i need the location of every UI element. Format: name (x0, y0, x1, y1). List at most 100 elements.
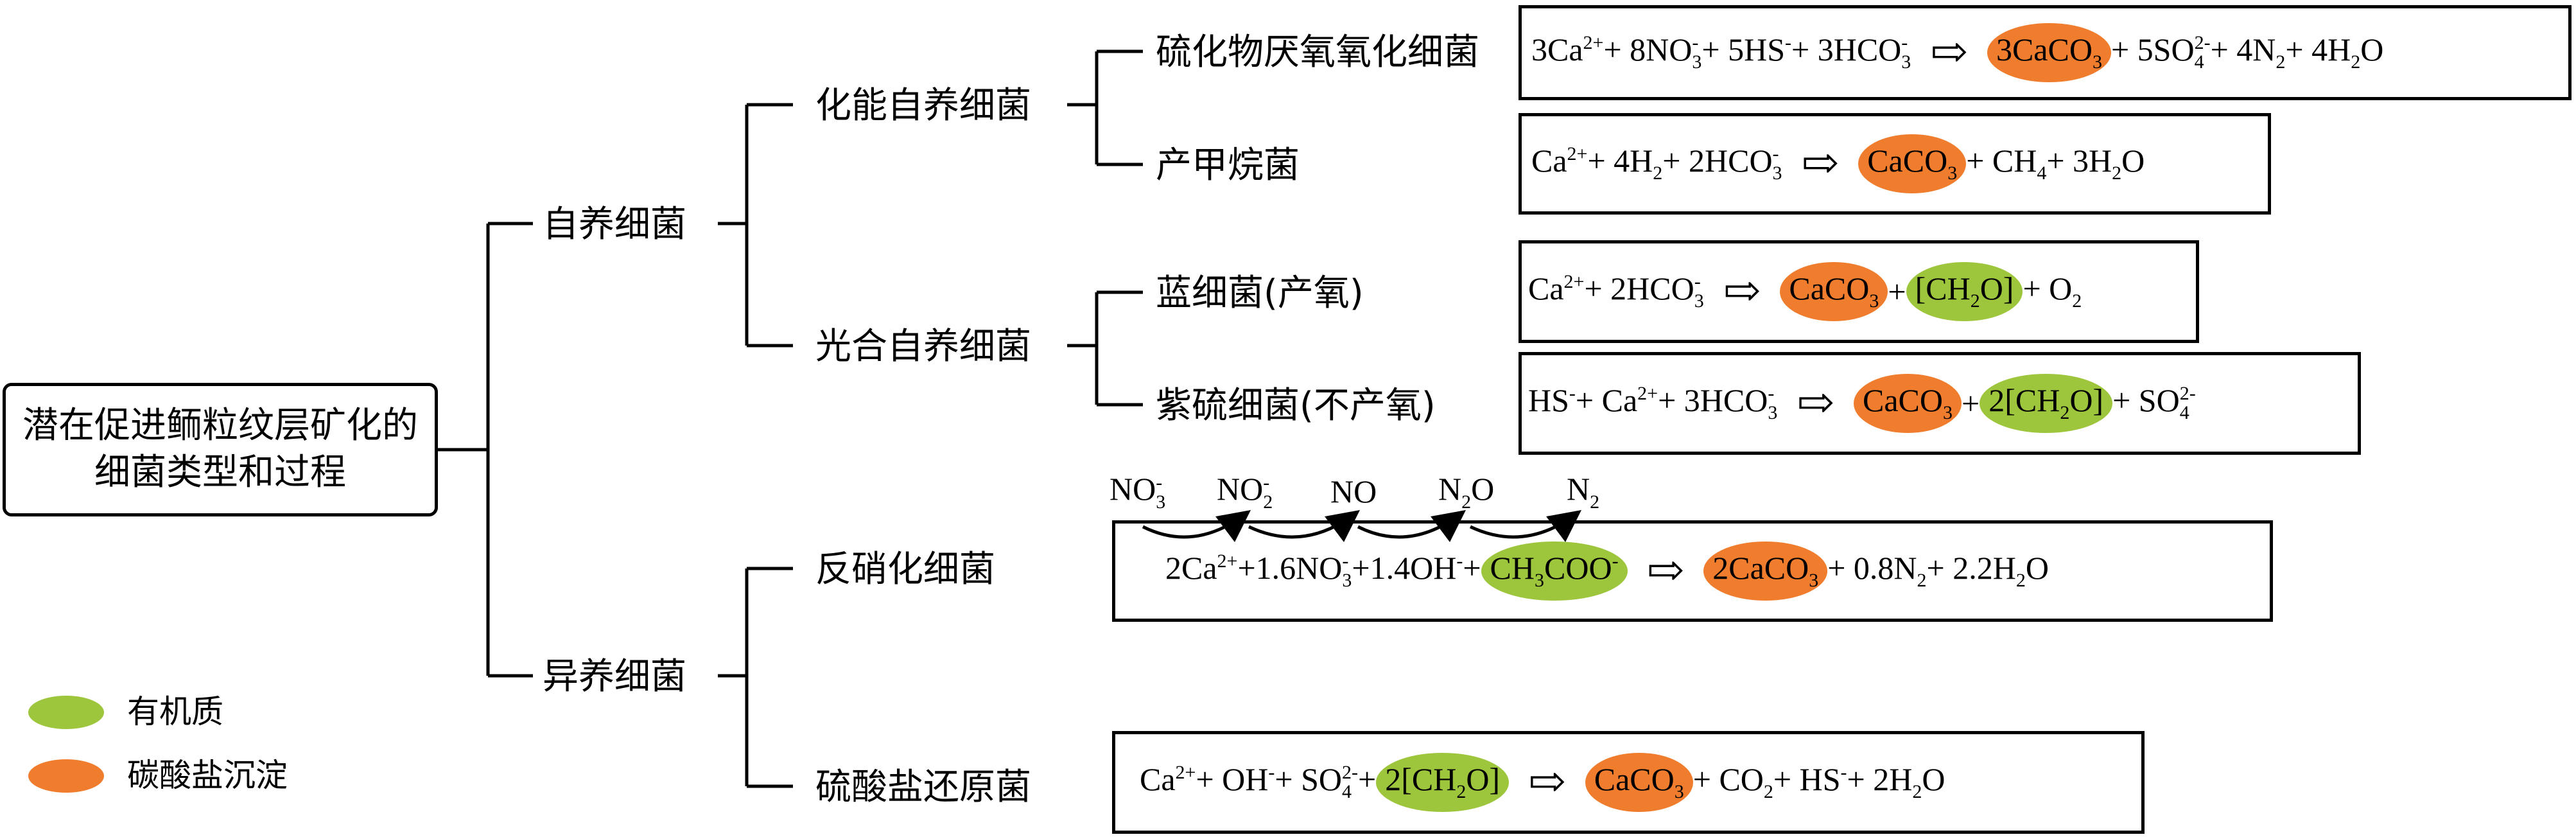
formula-part: 2[CH 2 (1989, 382, 2070, 424)
formula-part: +1.4OH- (1352, 549, 1463, 586)
formula-part: + 2HCO-3 (1584, 270, 1704, 312)
formula-part: + 4N 2 (2210, 31, 2286, 73)
node-denitrifying: 反硝化细菌 (815, 549, 995, 590)
nitrogen-species-n2: N 2 (1567, 473, 1599, 512)
equation-box-4 (1519, 352, 2361, 455)
reaction-arrow-icon: ⇨ (1723, 267, 1761, 316)
formula-part: + 2H 2 (1847, 761, 1922, 803)
formula-part: O] (1466, 761, 1501, 797)
carbonate-highlight: 3CaCO 3 (1987, 22, 2111, 83)
nitrogen-formula: NO-2 (1217, 471, 1273, 513)
equation-box-5 (1112, 520, 2273, 622)
node-autotrophic: 自养细菌 (543, 204, 686, 245)
equation-box-2 (1519, 113, 2271, 215)
nitrogen-formula: N 2 (1567, 471, 1600, 513)
formula-part: + 3H 2 (2046, 142, 2122, 184)
formula-part: CaCO 3 (1867, 142, 1958, 184)
formula-part: CaCO 3 (1863, 382, 1953, 424)
formula-part: 2CaCO 3 (1712, 549, 1819, 592)
formula-part: + HS- (1773, 761, 1847, 797)
carbonate-highlight: CaCO 3 (1585, 752, 1693, 813)
formula-part: O (2121, 142, 2145, 179)
products: + O 2 (2023, 272, 2082, 312)
plus: + (1962, 387, 1980, 419)
formula-part: + CO 2 (1693, 761, 1773, 803)
node-methanogen: 产甲烷菌 (1156, 145, 1300, 186)
node-photoautotrophic: 光合自养细菌 (815, 326, 1031, 367)
formula-part: O (1922, 761, 1945, 797)
reaction-arrow-icon: ⇨ (1930, 28, 1968, 77)
root-line-1: 潜在促进鲕粒纹层矿化的 (22, 405, 418, 447)
root-line-2: 细菌类型和过程 (94, 452, 346, 493)
reaction-arrow-icon: ⇨ (1797, 378, 1835, 428)
legend-organic-swatch (28, 696, 104, 729)
root-node: 潜在促进鲕粒纹层矿化的 细菌类型和过程 (3, 383, 438, 516)
legend-carbonate-label: 碳酸盐沉淀 (127, 757, 288, 794)
equation-box-6 (1112, 731, 2145, 834)
formula-part: + OH- (1196, 761, 1275, 797)
formula-part: [CH 2 (1915, 270, 1980, 312)
equation-box-3 (1519, 240, 2199, 343)
formula-part: O] (2069, 382, 2104, 418)
legend-organic-label: 有机质 (127, 693, 223, 730)
formula-part: + O 2 (2023, 270, 2082, 312)
nitrogen-species-no: NO (1330, 475, 1377, 507)
nitrogen-formula: NO (1330, 473, 1377, 509)
carbonate-highlight: 2CaCO 3 (1703, 541, 1828, 601)
legend-carbonate-swatch (28, 759, 104, 793)
node-purple-sulfur: 紫硫细菌(不产氧) (1156, 385, 1436, 427)
formula-part: + 2.2H 2 (1926, 549, 2026, 592)
formula-part: 2[CH 2 (1385, 761, 1466, 803)
node-heterotrophic: 异养细菌 (543, 656, 686, 698)
formula-part: + 3HCO-3 (1791, 31, 1911, 73)
formula-part: + CH 4 (1966, 142, 2047, 184)
nitrogen-species-no2: NO-2 (1217, 473, 1273, 512)
formula-part: + (1888, 274, 1906, 310)
reaction-arrow-icon: ⇨ (1646, 546, 1685, 595)
formula-part: + 5HS- (1701, 31, 1792, 67)
formula-part: + 8NO-3 (1603, 31, 1702, 73)
formula-part: HS- (1528, 382, 1576, 418)
equation-box-1 (1519, 5, 2572, 100)
node-sulfide-anaerobic: 硫化物厌氧氧化细菌 (1156, 31, 1479, 73)
formula-part: +1.6NO-3 (1237, 549, 1352, 592)
formula-part: + 2HCO-3 (1662, 142, 1782, 184)
formula-part: CH 3 (1490, 549, 1544, 592)
formula-part: O (2360, 31, 2384, 67)
formula-part: CaCO 3 (1789, 270, 1879, 312)
carbonate-highlight: CaCO 3 (1854, 373, 1962, 434)
node-sulfate-reducing: 硫酸盐还原菌 (815, 766, 1031, 808)
reaction-arrow-icon: ⇨ (1801, 139, 1840, 188)
nitrogen-formula: NO-3 (1110, 471, 1166, 513)
formula-part: + 0.8N 2 (1827, 549, 1927, 592)
formula-part: + (1463, 549, 1481, 586)
node-cyanobacteria: 蓝细菌(产氧) (1156, 272, 1364, 314)
plus: + (1888, 276, 1906, 308)
formula-part: COO- (1544, 549, 1619, 586)
formula-part: O (2025, 549, 2049, 586)
